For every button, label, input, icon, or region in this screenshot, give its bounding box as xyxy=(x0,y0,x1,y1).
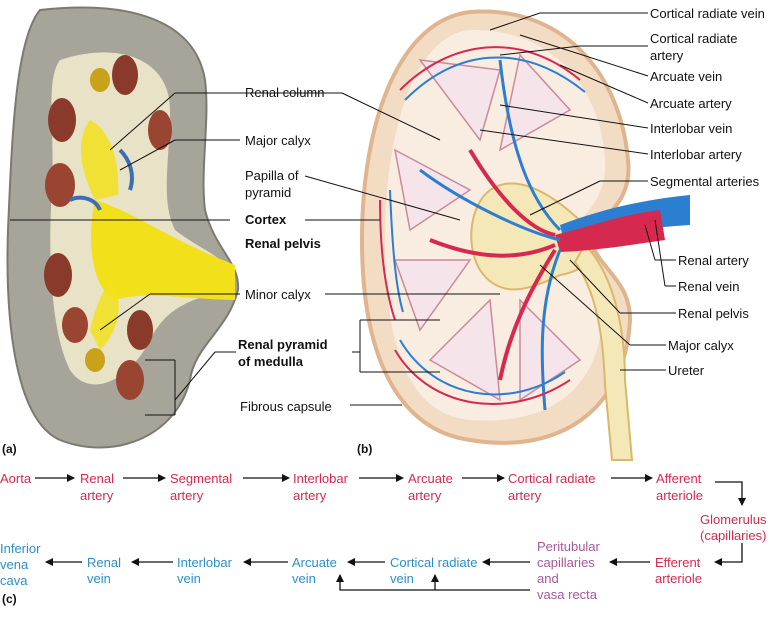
label-cortical-radiate-vein: Cortical radiate vein xyxy=(650,6,765,21)
flow-aorta: Aorta xyxy=(0,471,31,486)
label-cortex: Cortex xyxy=(245,212,286,227)
flow-cortical-vein-1: Cortical radiate xyxy=(390,555,477,570)
flow-peritubular-3: and xyxy=(537,571,559,586)
flow-renal-vein-2: vein xyxy=(87,571,111,586)
label-segmental-arteries: Segmental arteries xyxy=(650,174,759,189)
flow-peritubular-2: capillaries xyxy=(537,555,595,570)
label-minor-calyx: Minor calyx xyxy=(245,287,311,302)
label-arcuate-vein: Arcuate vein xyxy=(650,69,722,84)
label-fibrous-capsule: Fibrous capsule xyxy=(240,399,332,414)
label-renal-pelvis-a: Renal pelvis xyxy=(245,236,321,251)
label-interlobar-artery: Interlobar artery xyxy=(650,147,742,162)
flow-arcuate-vein-2: vein xyxy=(292,571,316,586)
flow-efferent-1: Efferent xyxy=(655,555,700,570)
flow-afferent-1: Afferent xyxy=(656,471,701,486)
panel-c-tag: (c) xyxy=(2,592,17,606)
flow-interlobar-artery-2: artery xyxy=(293,488,326,503)
label-major-calyx-a: Major calyx xyxy=(245,133,311,148)
flow-cortical-artery-2: artery xyxy=(508,488,541,503)
panel-b-tag: (b) xyxy=(357,442,372,456)
flow-efferent-2: arteriole xyxy=(655,571,702,586)
flow-renal-artery-2: artery xyxy=(80,488,113,503)
label-renal-column: Renal column xyxy=(245,85,325,100)
label-papilla-2: pyramid xyxy=(245,185,291,200)
flow-arcuate-artery-2: artery xyxy=(408,488,441,503)
panel-a-tag: (a) xyxy=(2,442,17,456)
label-interlobar-vein: Interlobar vein xyxy=(650,121,732,136)
flow-cortical-artery-1: Cortical radiate xyxy=(508,471,595,486)
flow-interlobar-vein-2: vein xyxy=(177,571,201,586)
flow-glomerulus-1: Glomerulus xyxy=(700,512,766,527)
flow-segmental-2: artery xyxy=(170,488,203,503)
label-papilla-1: Papilla of xyxy=(245,168,298,183)
label-ureter: Ureter xyxy=(668,363,704,378)
flow-renal-artery-1: Renal xyxy=(80,471,114,486)
flow-arcuate-artery-1: Arcuate xyxy=(408,471,453,486)
label-renal-vein: Renal vein xyxy=(678,279,739,294)
kidney-section-illustration xyxy=(362,11,690,460)
label-renal-pyramid-1: Renal pyramid xyxy=(238,337,328,352)
label-cortical-radiate-artery-1: Cortical radiate xyxy=(650,31,737,46)
flow-ivc-3: cava xyxy=(0,573,27,588)
flow-interlobar-vein-1: Interlobar xyxy=(177,555,232,570)
flow-arcuate-vein-1: Arcuate xyxy=(292,555,337,570)
flow-interlobar-artery-1: Interlobar xyxy=(293,471,348,486)
flow-cortical-vein-2: vein xyxy=(390,571,414,586)
label-arcuate-artery: Arcuate artery xyxy=(650,96,732,111)
label-major-calyx-b: Major calyx xyxy=(668,338,734,353)
kidney-specimen-photo xyxy=(8,8,239,448)
label-renal-pyramid-2: of medulla xyxy=(238,354,303,369)
flow-afferent-2: arteriole xyxy=(656,488,703,503)
flow-segmental-1: Segmental xyxy=(170,471,232,486)
flow-arrows xyxy=(35,478,742,590)
flow-ivc-1: Inferior xyxy=(0,541,40,556)
flow-peritubular-4: vasa recta xyxy=(537,587,597,602)
flow-glomerulus-2: (capillaries) xyxy=(700,528,766,543)
label-renal-pelvis-b: Renal pelvis xyxy=(678,306,749,321)
label-renal-artery: Renal artery xyxy=(678,253,749,268)
flow-ivc-2: vena xyxy=(0,557,28,572)
label-cortical-radiate-artery-2: artery xyxy=(650,48,683,63)
flow-peritubular-1: Peritubular xyxy=(537,539,600,554)
flow-renal-vein-1: Renal xyxy=(87,555,121,570)
